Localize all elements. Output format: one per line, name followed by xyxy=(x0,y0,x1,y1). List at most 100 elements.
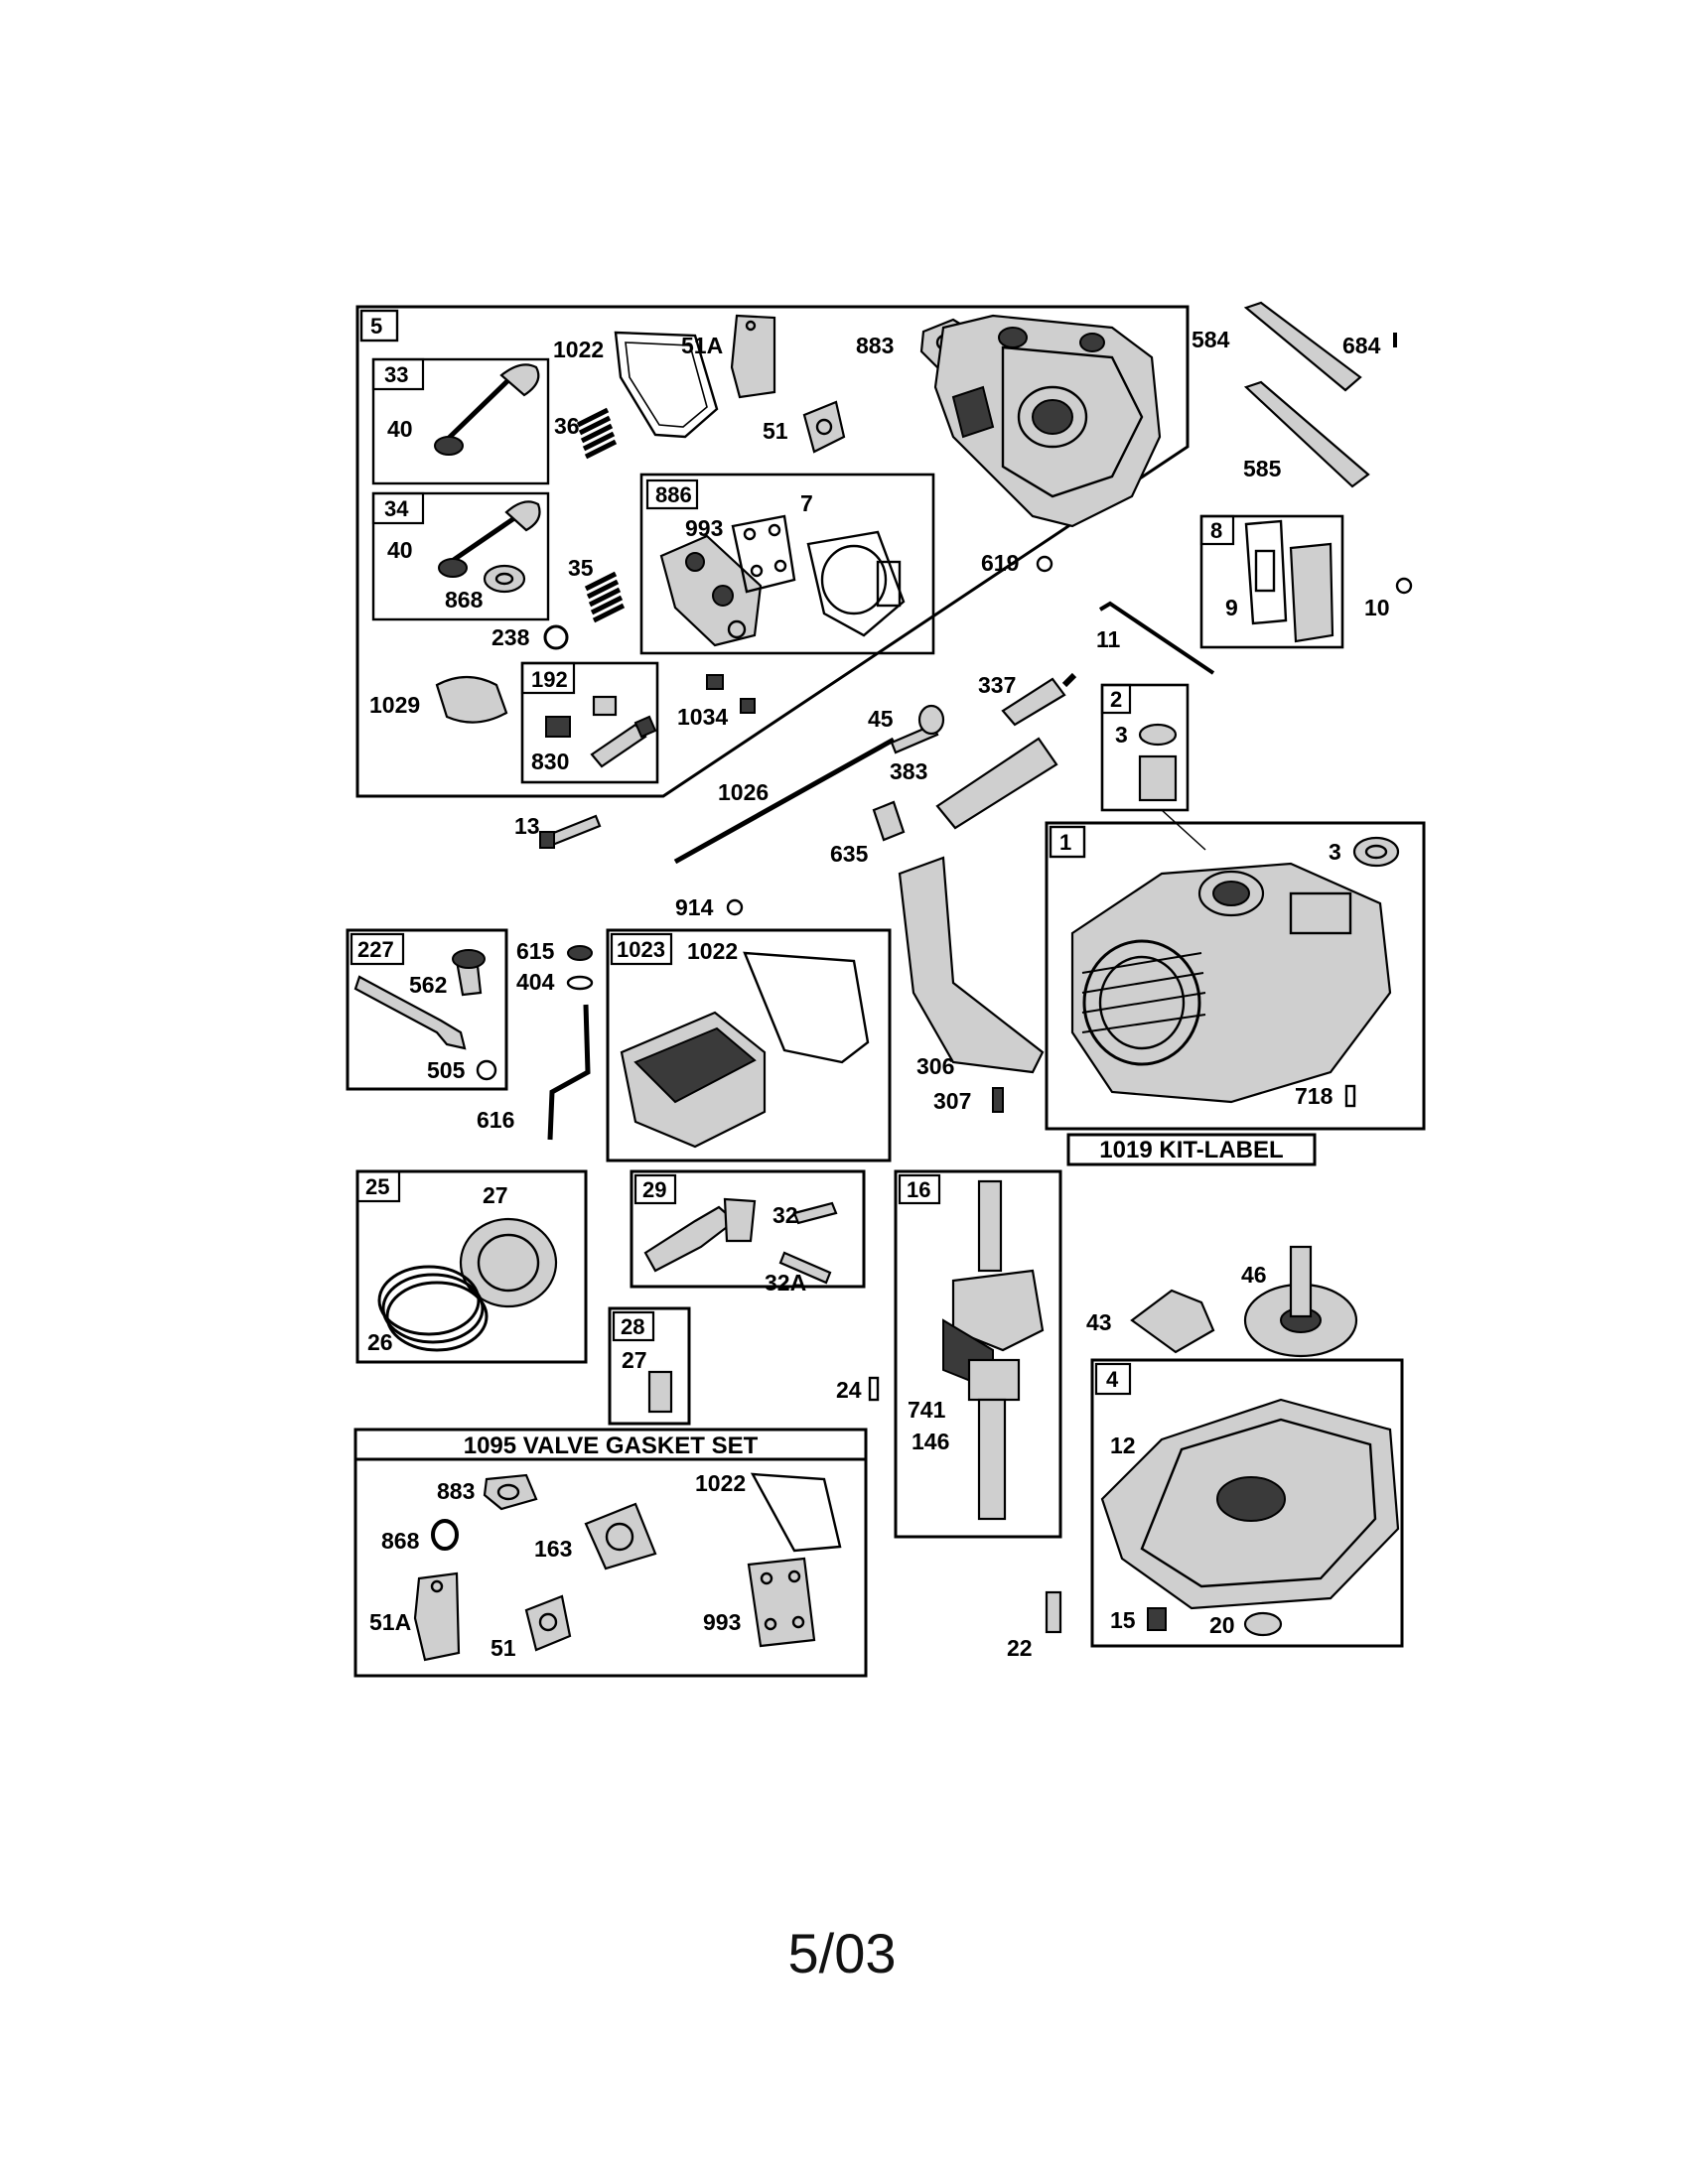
dipstick-tube-383 xyxy=(935,737,1058,830)
callout-584: 584 xyxy=(1192,327,1230,352)
callout-40b: 40 xyxy=(387,537,413,563)
callout-1026: 1026 xyxy=(718,779,769,805)
callout-33: 33 xyxy=(384,362,408,387)
shield-306 xyxy=(898,856,1045,1074)
callout-51b: 51 xyxy=(491,1635,516,1661)
intake-valve-part xyxy=(434,363,540,456)
callout-29: 29 xyxy=(642,1177,666,1202)
callout-46: 46 xyxy=(1241,1262,1267,1288)
callout-615: 615 xyxy=(516,938,555,964)
callout-8: 8 xyxy=(1210,518,1222,543)
callout-13: 13 xyxy=(514,813,540,839)
callout-9: 9 xyxy=(1225,595,1238,620)
callout-718: 718 xyxy=(1295,1083,1333,1109)
callout-741: 741 xyxy=(908,1397,946,1423)
callout-146: 146 xyxy=(912,1429,949,1454)
callout-684: 684 xyxy=(1342,333,1381,358)
callout-32: 32 xyxy=(772,1202,798,1228)
callout-635: 635 xyxy=(830,841,869,867)
exhaust-valve-part xyxy=(438,500,541,594)
callout-1034: 1034 xyxy=(677,704,728,730)
callout-26: 26 xyxy=(367,1329,393,1355)
governor-lever-227 xyxy=(353,949,497,1081)
callout-1: 1 xyxy=(1059,830,1071,855)
callout-40a: 40 xyxy=(387,416,413,442)
callout-36: 36 xyxy=(554,413,580,439)
callout-28: 28 xyxy=(621,1314,644,1339)
kit-label: 1019 KIT-LABEL xyxy=(1099,1137,1283,1163)
callout-883a: 883 xyxy=(856,333,894,358)
callout-830: 830 xyxy=(531,749,569,774)
callout-914: 914 xyxy=(675,894,714,920)
breather-8 xyxy=(1244,519,1334,643)
cylinder-head-part xyxy=(933,314,1162,528)
callout-1023: 1023 xyxy=(617,937,665,962)
callout-1022b: 1022 xyxy=(687,938,738,964)
callout-4: 4 xyxy=(1106,1367,1119,1392)
callout-32A: 32A xyxy=(765,1270,806,1296)
rocker-cover-1023 xyxy=(620,951,870,1149)
callout-7: 7 xyxy=(800,490,813,516)
callout-3a: 3 xyxy=(1115,722,1128,748)
callout-51a: 51 xyxy=(763,418,788,444)
callout-307: 307 xyxy=(933,1088,971,1114)
cylinder-head-gasket-set xyxy=(659,514,906,647)
spark-plug-337 xyxy=(1001,672,1077,727)
rocker-arm-1029 xyxy=(435,675,508,724)
callout-505: 505 xyxy=(427,1057,466,1083)
callout-35: 35 xyxy=(568,555,594,581)
callout-383: 383 xyxy=(890,758,927,784)
callout-192: 192 xyxy=(531,667,568,692)
callout-1022c: 1022 xyxy=(695,1470,746,1496)
callout-27a: 27 xyxy=(483,1182,508,1208)
governor-43 xyxy=(1130,1289,1215,1354)
oil-sump-4 xyxy=(1100,1398,1400,1610)
valve-spring-36 xyxy=(576,407,618,460)
callout-993a: 993 xyxy=(685,515,723,541)
callout-619: 619 xyxy=(981,550,1019,576)
piston-25 xyxy=(377,1217,558,1352)
connecting-rod-29 xyxy=(643,1197,838,1285)
crankshaft-16 xyxy=(942,1179,1045,1521)
callout-883b: 883 xyxy=(437,1478,475,1504)
callout-51Ab: 51A xyxy=(369,1609,411,1635)
callout-25: 25 xyxy=(365,1174,389,1199)
callout-163: 163 xyxy=(534,1536,572,1562)
callout-20: 20 xyxy=(1209,1612,1235,1638)
callout-51Aa: 51A xyxy=(681,333,723,358)
callout-12: 12 xyxy=(1110,1433,1136,1458)
callout-585: 585 xyxy=(1243,456,1282,481)
camshaft-46 xyxy=(1243,1245,1358,1358)
valve-spring-35 xyxy=(584,571,626,623)
callout-1022a: 1022 xyxy=(553,337,604,362)
callout-34: 34 xyxy=(384,496,409,521)
callout-16: 16 xyxy=(907,1177,930,1202)
callout-238: 238 xyxy=(491,624,530,650)
callout-562: 562 xyxy=(409,972,447,998)
callout-227: 227 xyxy=(357,937,394,962)
callout-11: 11 xyxy=(1096,626,1121,652)
footer-date: 5/03 xyxy=(787,1922,897,1984)
gaskets-584-585 xyxy=(1243,301,1370,488)
callout-404: 404 xyxy=(516,969,555,995)
cylinder-block-part xyxy=(1070,862,1392,1104)
callout-27b: 27 xyxy=(622,1347,647,1373)
callout-45: 45 xyxy=(868,706,894,732)
gasket-51a-part xyxy=(730,314,776,399)
group-5-cylinder-head: 5 33 40 34 40 868 1022 51A xyxy=(355,305,1190,798)
callout-3b: 3 xyxy=(1329,839,1341,865)
callout-2: 2 xyxy=(1110,687,1122,712)
callout-24: 24 xyxy=(836,1377,862,1403)
callout-886: 886 xyxy=(655,482,692,507)
callout-306: 306 xyxy=(916,1053,954,1079)
callout-337: 337 xyxy=(978,672,1016,698)
callout-868b: 868 xyxy=(381,1528,420,1554)
valve-gasket-set-box xyxy=(353,1428,868,1678)
callout-1029: 1029 xyxy=(369,692,420,718)
callout-15: 15 xyxy=(1110,1607,1136,1633)
callout-616: 616 xyxy=(477,1107,514,1133)
callout-5: 5 xyxy=(370,314,382,339)
callout-22: 22 xyxy=(1007,1635,1033,1661)
callout-43: 43 xyxy=(1086,1309,1112,1335)
